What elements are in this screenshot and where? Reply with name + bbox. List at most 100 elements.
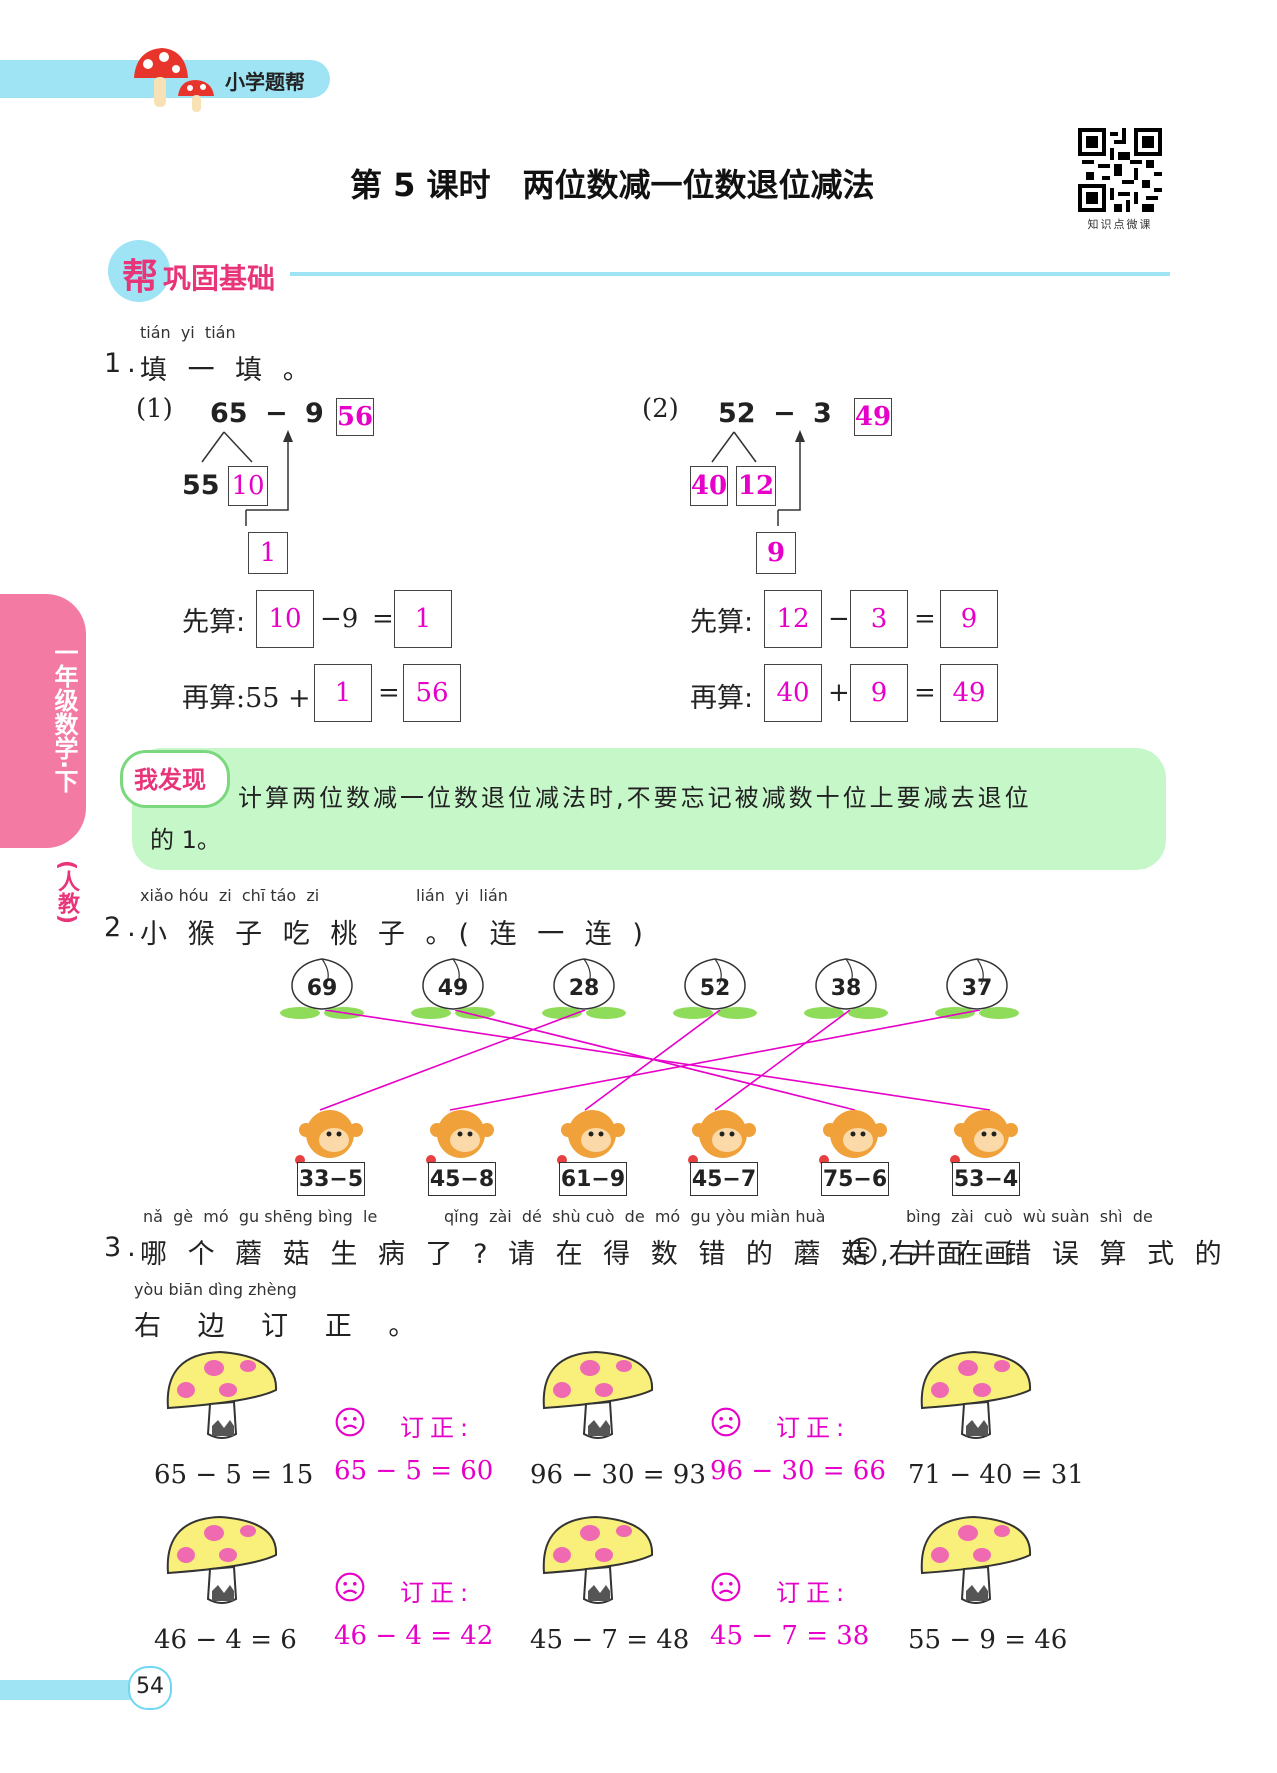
- q1-part1-first-res-box[interactable]: 1: [394, 590, 452, 648]
- q1-number: 1.: [104, 348, 142, 379]
- q1-part2-first-a-box[interactable]: 12: [764, 590, 822, 648]
- peach-number: 37: [961, 976, 993, 1001]
- sidebar-grade: 一年级数学·下: [50, 640, 78, 794]
- q1-part1-label: (1): [136, 394, 173, 424]
- q3-pinyin-d: yòu biān dìng zhèng: [134, 1280, 297, 1299]
- q1-part2-split-lines: [711, 430, 805, 526]
- sad-face-icon: [335, 1407, 365, 1437]
- q1-part1-first-op: −9: [320, 604, 359, 634]
- q1-part2-first-op: −: [828, 604, 850, 634]
- q3-number: 3.: [104, 1232, 142, 1263]
- q1-part2-op: −: [772, 398, 796, 429]
- q1-part1-op: −: [264, 398, 288, 429]
- q1-part1-result-box[interactable]: 56: [336, 398, 374, 436]
- section-badge-bg: [108, 240, 170, 302]
- qr-code: [1078, 128, 1162, 212]
- monkey-expression-label: 61−9: [559, 1162, 627, 1196]
- monkey-expression-label: 53−4: [952, 1162, 1020, 1196]
- q1-part1-then-b-box[interactable]: 1: [314, 664, 372, 722]
- q3-pinyin-b: qǐng zài dé shù cuò de mó gu yòu miàn hu…: [444, 1207, 826, 1226]
- q2-match-lines: [319, 1010, 991, 1111]
- q1-part1-first-a-box[interactable]: 10: [256, 590, 314, 648]
- section-label: 巩固基础: [163, 262, 276, 295]
- mushroom-icon: [166, 1350, 278, 1439]
- q1-part2-split-right-box[interactable]: 12: [736, 466, 776, 506]
- q1-text: 填 一 填 。: [140, 355, 316, 386]
- monkey-icon: [819, 1110, 887, 1165]
- peach-number: 69: [306, 976, 338, 1001]
- correction-equation[interactable]: 46 − 4 = 42: [334, 1621, 494, 1651]
- q1-part2-first-label: 先算:: [690, 607, 754, 638]
- page-title: 第 5 课时 两位数减一位数退位减法: [350, 166, 875, 204]
- correction-equation[interactable]: 65 − 5 = 60: [334, 1456, 494, 1486]
- sad-face-icon: [335, 1572, 365, 1602]
- q3-equation: 55 − 9 = 46: [908, 1625, 1068, 1655]
- q1-part2-label: (2): [642, 394, 679, 424]
- peach-icon: [542, 958, 626, 1019]
- q1-part2-first-b-box[interactable]: 3: [850, 590, 908, 648]
- monkey-icon: [295, 1110, 363, 1165]
- footer-bar: [0, 1680, 140, 1700]
- q1-part1-then-eq: =: [378, 678, 400, 708]
- q1-pinyin: tián yi tián: [140, 323, 236, 342]
- q1-part2-then-b-box[interactable]: 9: [850, 664, 908, 722]
- mushroom-icon: [920, 1515, 1032, 1604]
- peach-number: 38: [830, 976, 862, 1001]
- q1-part1-step-box[interactable]: 1: [248, 532, 288, 574]
- sad-face-icon: [711, 1407, 741, 1437]
- discover-line1: 计算两位数减一位数退位减法时,不要忘记被减数十位上要减去退位: [238, 784, 1032, 812]
- correction-label: 订正:: [400, 1579, 475, 1607]
- correction-equation[interactable]: 96 − 30 = 66: [710, 1456, 886, 1486]
- mushroom-icon: [920, 1350, 1032, 1439]
- monkey-icon: [426, 1110, 494, 1165]
- monkey-icon: [557, 1110, 625, 1165]
- peach-icon: [411, 958, 495, 1019]
- q3-equation: 71 − 40 = 31: [908, 1460, 1084, 1490]
- q1-part2-then-res-box[interactable]: 49: [940, 664, 998, 722]
- brand-label: 小学题帮: [225, 70, 305, 94]
- monkey-icon: [950, 1110, 1018, 1165]
- q2-number: 2.: [104, 912, 142, 943]
- q1-part1-then-res-box[interactable]: 56: [403, 664, 461, 722]
- q1-part2-then-op: +: [828, 678, 850, 708]
- monkey-expression-label: 75−6: [821, 1162, 889, 1196]
- discover-line2: 的 1。: [150, 826, 221, 854]
- q1-part1-split-right-box[interactable]: 10: [228, 466, 268, 506]
- page-number: 54: [136, 1674, 164, 1699]
- q3-pinyin-a: nǎ gè mó gu shēng bìng le: [143, 1207, 378, 1226]
- section-rule: [290, 272, 1170, 276]
- peach-icon: [673, 958, 757, 1019]
- mushroom-icon: [542, 1515, 654, 1604]
- qr-caption: 知识点微课: [1087, 218, 1153, 231]
- monkey-expression-label: 33−5: [297, 1162, 365, 1196]
- discover-badge-bubble: [120, 750, 230, 808]
- q2-pinyin-b: lián yi lián: [416, 886, 508, 905]
- q1-part1-minuend: 65: [210, 398, 248, 429]
- q1-part2-split-left-box[interactable]: 40: [690, 466, 728, 506]
- mushroom-icon: [542, 1350, 654, 1439]
- monkey-expression-label: 45−8: [428, 1162, 496, 1196]
- peach-number: 28: [568, 976, 600, 1001]
- q1-part2-then-label: 再算:: [690, 683, 754, 714]
- q1-part1-equation: 65 − 9 =: [210, 398, 364, 429]
- q1-part2-first-res-box[interactable]: 9: [940, 590, 998, 648]
- mushroom-icon: [166, 1515, 278, 1604]
- q3-equation: 46 − 4 = 6: [154, 1625, 297, 1655]
- q2-monkeys: [295, 1110, 1018, 1165]
- q1-part2-then-a-box[interactable]: 40: [764, 664, 822, 722]
- q1-part2-subtrahend: 3: [813, 398, 832, 429]
- correction-equation[interactable]: 45 − 7 = 38: [710, 1621, 870, 1651]
- q1-part1-split-left: 55: [182, 470, 220, 501]
- q2-peaches: [280, 958, 1019, 1019]
- discover-box: [132, 748, 1166, 870]
- correction-label: 订正:: [776, 1414, 851, 1442]
- q1-part2-result-box[interactable]: 49: [854, 398, 892, 436]
- q2-text: 小 猴 子 吃 桃 子 。( 连 一 连 ): [140, 919, 649, 950]
- q3-equation: 45 − 7 = 48: [530, 1625, 690, 1655]
- q2-pinyin-a: xiǎo hóu zi chī táo zi: [140, 886, 320, 905]
- q3-equation: 65 − 5 = 15: [154, 1460, 314, 1490]
- q1-part1-first-eq: =: [372, 604, 394, 634]
- q1-part2-minuend: 52: [718, 398, 756, 429]
- q1-part2-step-box[interactable]: 9: [756, 532, 796, 574]
- peach-icon: [804, 958, 888, 1019]
